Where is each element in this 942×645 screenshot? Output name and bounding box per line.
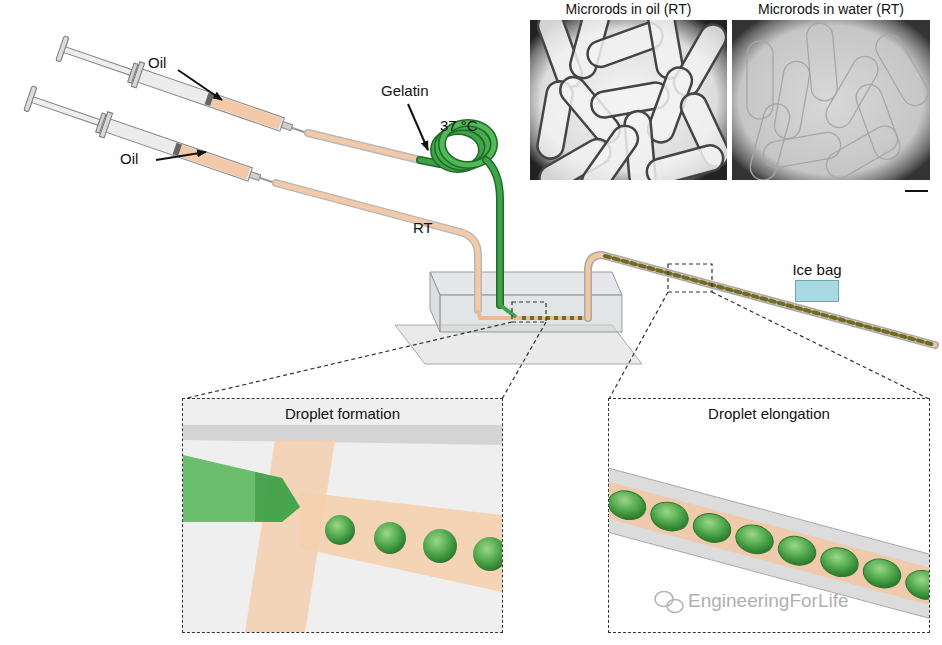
- micrograph-water: [871, 30, 930, 111]
- formation-view: [183, 425, 502, 445]
- scale-bar: [905, 190, 928, 192]
- micrograph-water: [852, 81, 903, 163]
- syringe: [56, 36, 312, 146]
- micrograph-oil: [644, 142, 726, 180]
- elongation-view: [733, 521, 777, 558]
- oil-tube: [308, 133, 420, 160]
- leader-line: [502, 322, 546, 399]
- elongation-view: [609, 487, 649, 524]
- chip-block: [440, 295, 622, 332]
- zoom-frame: [668, 264, 712, 292]
- formation-view: [325, 515, 355, 545]
- watermark-icon: [655, 592, 683, 613]
- micrograph-water: [732, 20, 930, 180]
- formation-view: [183, 455, 300, 522]
- gelatin-coil: [486, 160, 500, 305]
- temperature-label: RT: [413, 219, 433, 236]
- inset-title: Droplet formation: [285, 405, 400, 422]
- elongation-view: [609, 470, 929, 613]
- micrograph-panel: Microrods in water (RT): [732, 0, 930, 180]
- outlet-tube: [588, 255, 935, 345]
- formation-view: [183, 399, 502, 632]
- leader-line: [183, 322, 512, 399]
- elongation-view: [818, 544, 862, 581]
- elongation-view: [609, 399, 929, 632]
- elongation-view: [775, 532, 819, 569]
- elongation-view: [609, 458, 929, 627]
- watermark-icon: [655, 592, 673, 607]
- formation-view: [473, 537, 502, 571]
- inset-title: Droplet elongation: [708, 405, 830, 422]
- formation-view: [300, 492, 502, 592]
- elongation-view: [648, 498, 692, 535]
- elongation-view: [860, 555, 904, 592]
- chip-channel: [478, 310, 588, 318]
- micrograph-water: [822, 121, 903, 180]
- pointer-arrow: [178, 70, 222, 100]
- micrograph-oil: [534, 20, 727, 180]
- inset-box: Droplet formation: [182, 398, 503, 633]
- oil-tube: [276, 183, 478, 310]
- micrograph-water: [772, 59, 811, 140]
- zoom-frame: [512, 302, 546, 322]
- gelatin-coil: [420, 123, 500, 305]
- watermark: EngineeringForLife: [688, 590, 849, 612]
- micrograph-water: [821, 52, 883, 133]
- micrograph-water: [747, 22, 930, 180]
- syringe: [24, 86, 280, 196]
- leader-line: [609, 292, 668, 399]
- micrograph-water: [747, 41, 773, 119]
- elongation-view: [903, 566, 929, 603]
- micrograph-oil: [577, 121, 643, 180]
- micrograph-water: [806, 22, 839, 102]
- elongation-view: [609, 458, 929, 627]
- micrograph-oil: [530, 20, 727, 180]
- ice-bag: Ice bag: [795, 280, 839, 302]
- micrograph-water: [732, 20, 930, 180]
- formation-view: [255, 472, 300, 522]
- chip-block: [430, 272, 622, 295]
- node-label: Ice bag: [792, 261, 841, 278]
- fluid-label: Gelatin: [381, 82, 429, 99]
- pointer-arrow: [156, 152, 206, 160]
- chip-droplets: [522, 316, 585, 320]
- chip-block: [430, 272, 440, 332]
- oil-tube: [308, 133, 420, 160]
- temperature-label: 37 °C: [440, 117, 478, 134]
- fluid-label: Oil: [148, 54, 166, 71]
- formation-view: [183, 399, 502, 632]
- micrograph-water: [761, 130, 842, 169]
- formation-view: [374, 522, 406, 554]
- outlet-tube: [588, 255, 935, 345]
- elongation-view: [690, 510, 734, 547]
- micrograph-panel: Microrods in oil (RT): [530, 0, 727, 180]
- outlet-tube: [588, 255, 935, 345]
- outlet-tube: [605, 256, 935, 345]
- elongation-view: [609, 487, 929, 604]
- fluid-label: Oil: [120, 150, 138, 167]
- oil-tube: [276, 183, 478, 310]
- gelatin-coil: [486, 160, 500, 305]
- chip-channel: [500, 305, 516, 317]
- leader-line: [712, 292, 929, 399]
- formation-view: [423, 529, 457, 563]
- panel-title: Microrods in water (RT): [758, 1, 904, 17]
- panel-title: Microrods in oil (RT): [566, 1, 692, 17]
- pointer-arrow: [408, 104, 428, 150]
- watermark-icon: [667, 600, 683, 613]
- micrograph-water: [747, 101, 792, 180]
